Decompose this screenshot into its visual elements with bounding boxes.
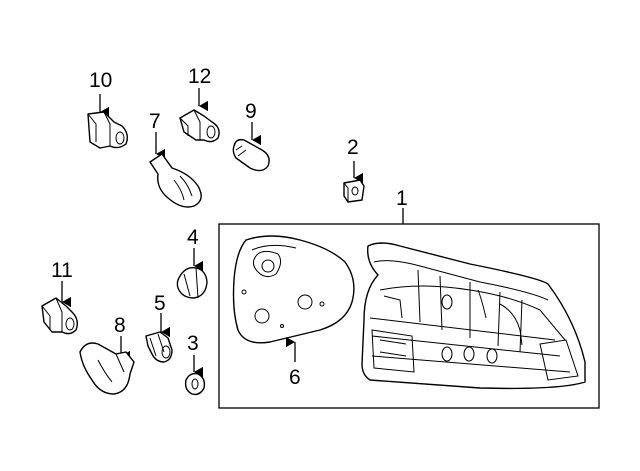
tail-lamp-housing: [361, 242, 586, 390]
assembly-frame: [218, 223, 600, 409]
clip-part-2: 2: [343, 136, 365, 203]
callout-3: 3: [187, 332, 199, 355]
callout-12: 12: [188, 65, 211, 88]
socket-part-5: 5: [145, 292, 173, 363]
lamp-gasket-part-6: [232, 235, 355, 344]
socket-part-10: 10: [87, 69, 129, 149]
callout-1: 1: [396, 187, 408, 210]
socket-part-4: 4: [176, 226, 208, 299]
callout-9: 9: [245, 100, 257, 123]
callout-6: 6: [289, 366, 301, 389]
bulb-part-8: 8: [79, 314, 135, 395]
grommet-part-3: 3: [184, 332, 206, 396]
callout-5: 5: [154, 292, 166, 315]
callout-10: 10: [89, 69, 112, 92]
callout-4: 4: [187, 226, 199, 249]
socket-part-12: 12: [179, 65, 220, 143]
tail-lamp-assembly-group: 1: [218, 187, 600, 409]
callout-8: 8: [114, 314, 126, 337]
socket-part-11: 11: [41, 259, 79, 335]
bulb-part-7: 7: [149, 110, 202, 208]
callout-7: 7: [149, 110, 161, 133]
callout-2: 2: [347, 136, 359, 159]
bulb-part-9: 9: [232, 100, 270, 172]
callout-11: 11: [51, 259, 73, 282]
